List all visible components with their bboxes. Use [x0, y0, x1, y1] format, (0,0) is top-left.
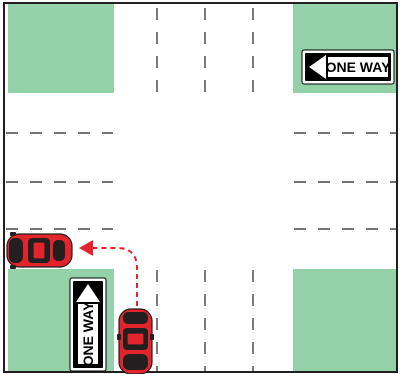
car-turning-west — [6, 232, 73, 269]
grass-block-top-left — [8, 4, 114, 93]
diagram-frame — [3, 2, 398, 373]
one-way-sign-top-right-label: ONE WAY — [326, 59, 391, 75]
one-way-sign-bottom-left: ONE WAY — [69, 277, 107, 372]
one-way-sign-bottom-left-label: ONE WAY — [80, 301, 96, 366]
grass-block-bottom-right — [293, 269, 396, 371]
arrow-up-icon — [76, 284, 100, 302]
turn-arrow-icon — [92, 247, 138, 306]
lane-markings-horizontal — [6, 132, 396, 230]
one-way-sign-top-right: ONE WAY — [301, 49, 395, 85]
car-icon — [117, 308, 154, 374]
car-heading-north — [117, 308, 154, 374]
turn-path — [79, 240, 138, 306]
arrow-left-icon — [309, 55, 326, 79]
turn-arrow-head — [79, 240, 93, 256]
car-icon — [6, 232, 73, 269]
lane-markings-vertical — [156, 8, 254, 372]
